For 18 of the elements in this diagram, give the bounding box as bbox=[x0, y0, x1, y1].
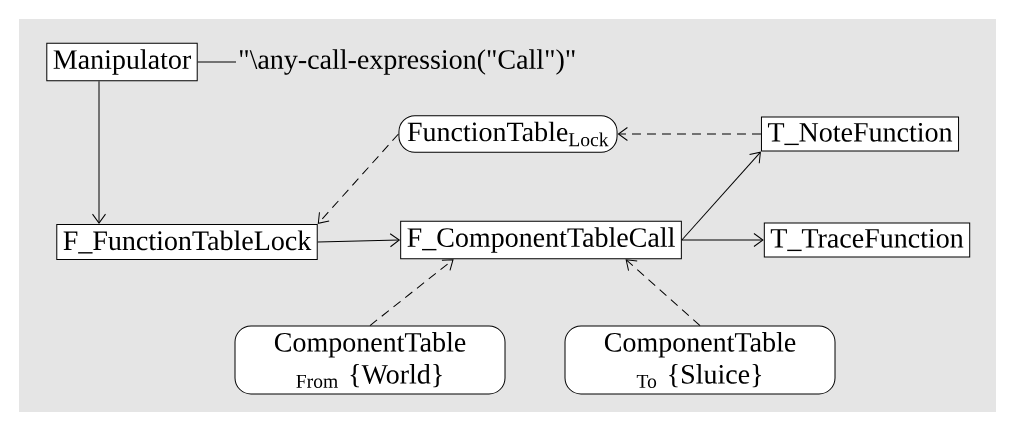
process-box: T_NoteFunction bbox=[760, 116, 960, 152]
process-box: F_FunctionTableLock bbox=[56, 224, 318, 260]
arrow bbox=[369, 259, 454, 327]
arrow bbox=[625, 259, 701, 327]
process-box: T_TraceFunction bbox=[763, 222, 971, 258]
table-box: ComponentTable $_{To}$ {Sluice} bbox=[564, 325, 836, 395]
connector-line bbox=[197, 61, 237, 63]
process-box: F_ComponentTableCall bbox=[400, 220, 682, 260]
arrow bbox=[681, 151, 761, 241]
arrow bbox=[617, 127, 762, 141]
arrow bbox=[317, 233, 400, 248]
table-box: FunctionTable$_{Lock}$ bbox=[398, 115, 618, 153]
expression-text: "\any-call-expression("Call")" bbox=[239, 49, 575, 75]
arrow bbox=[92, 80, 106, 224]
arrow bbox=[681, 233, 764, 247]
process-box: Manipulator bbox=[46, 42, 198, 82]
table-box: ComponentTable $_{From}$ {World} bbox=[234, 325, 506, 395]
arrow bbox=[317, 133, 399, 224]
